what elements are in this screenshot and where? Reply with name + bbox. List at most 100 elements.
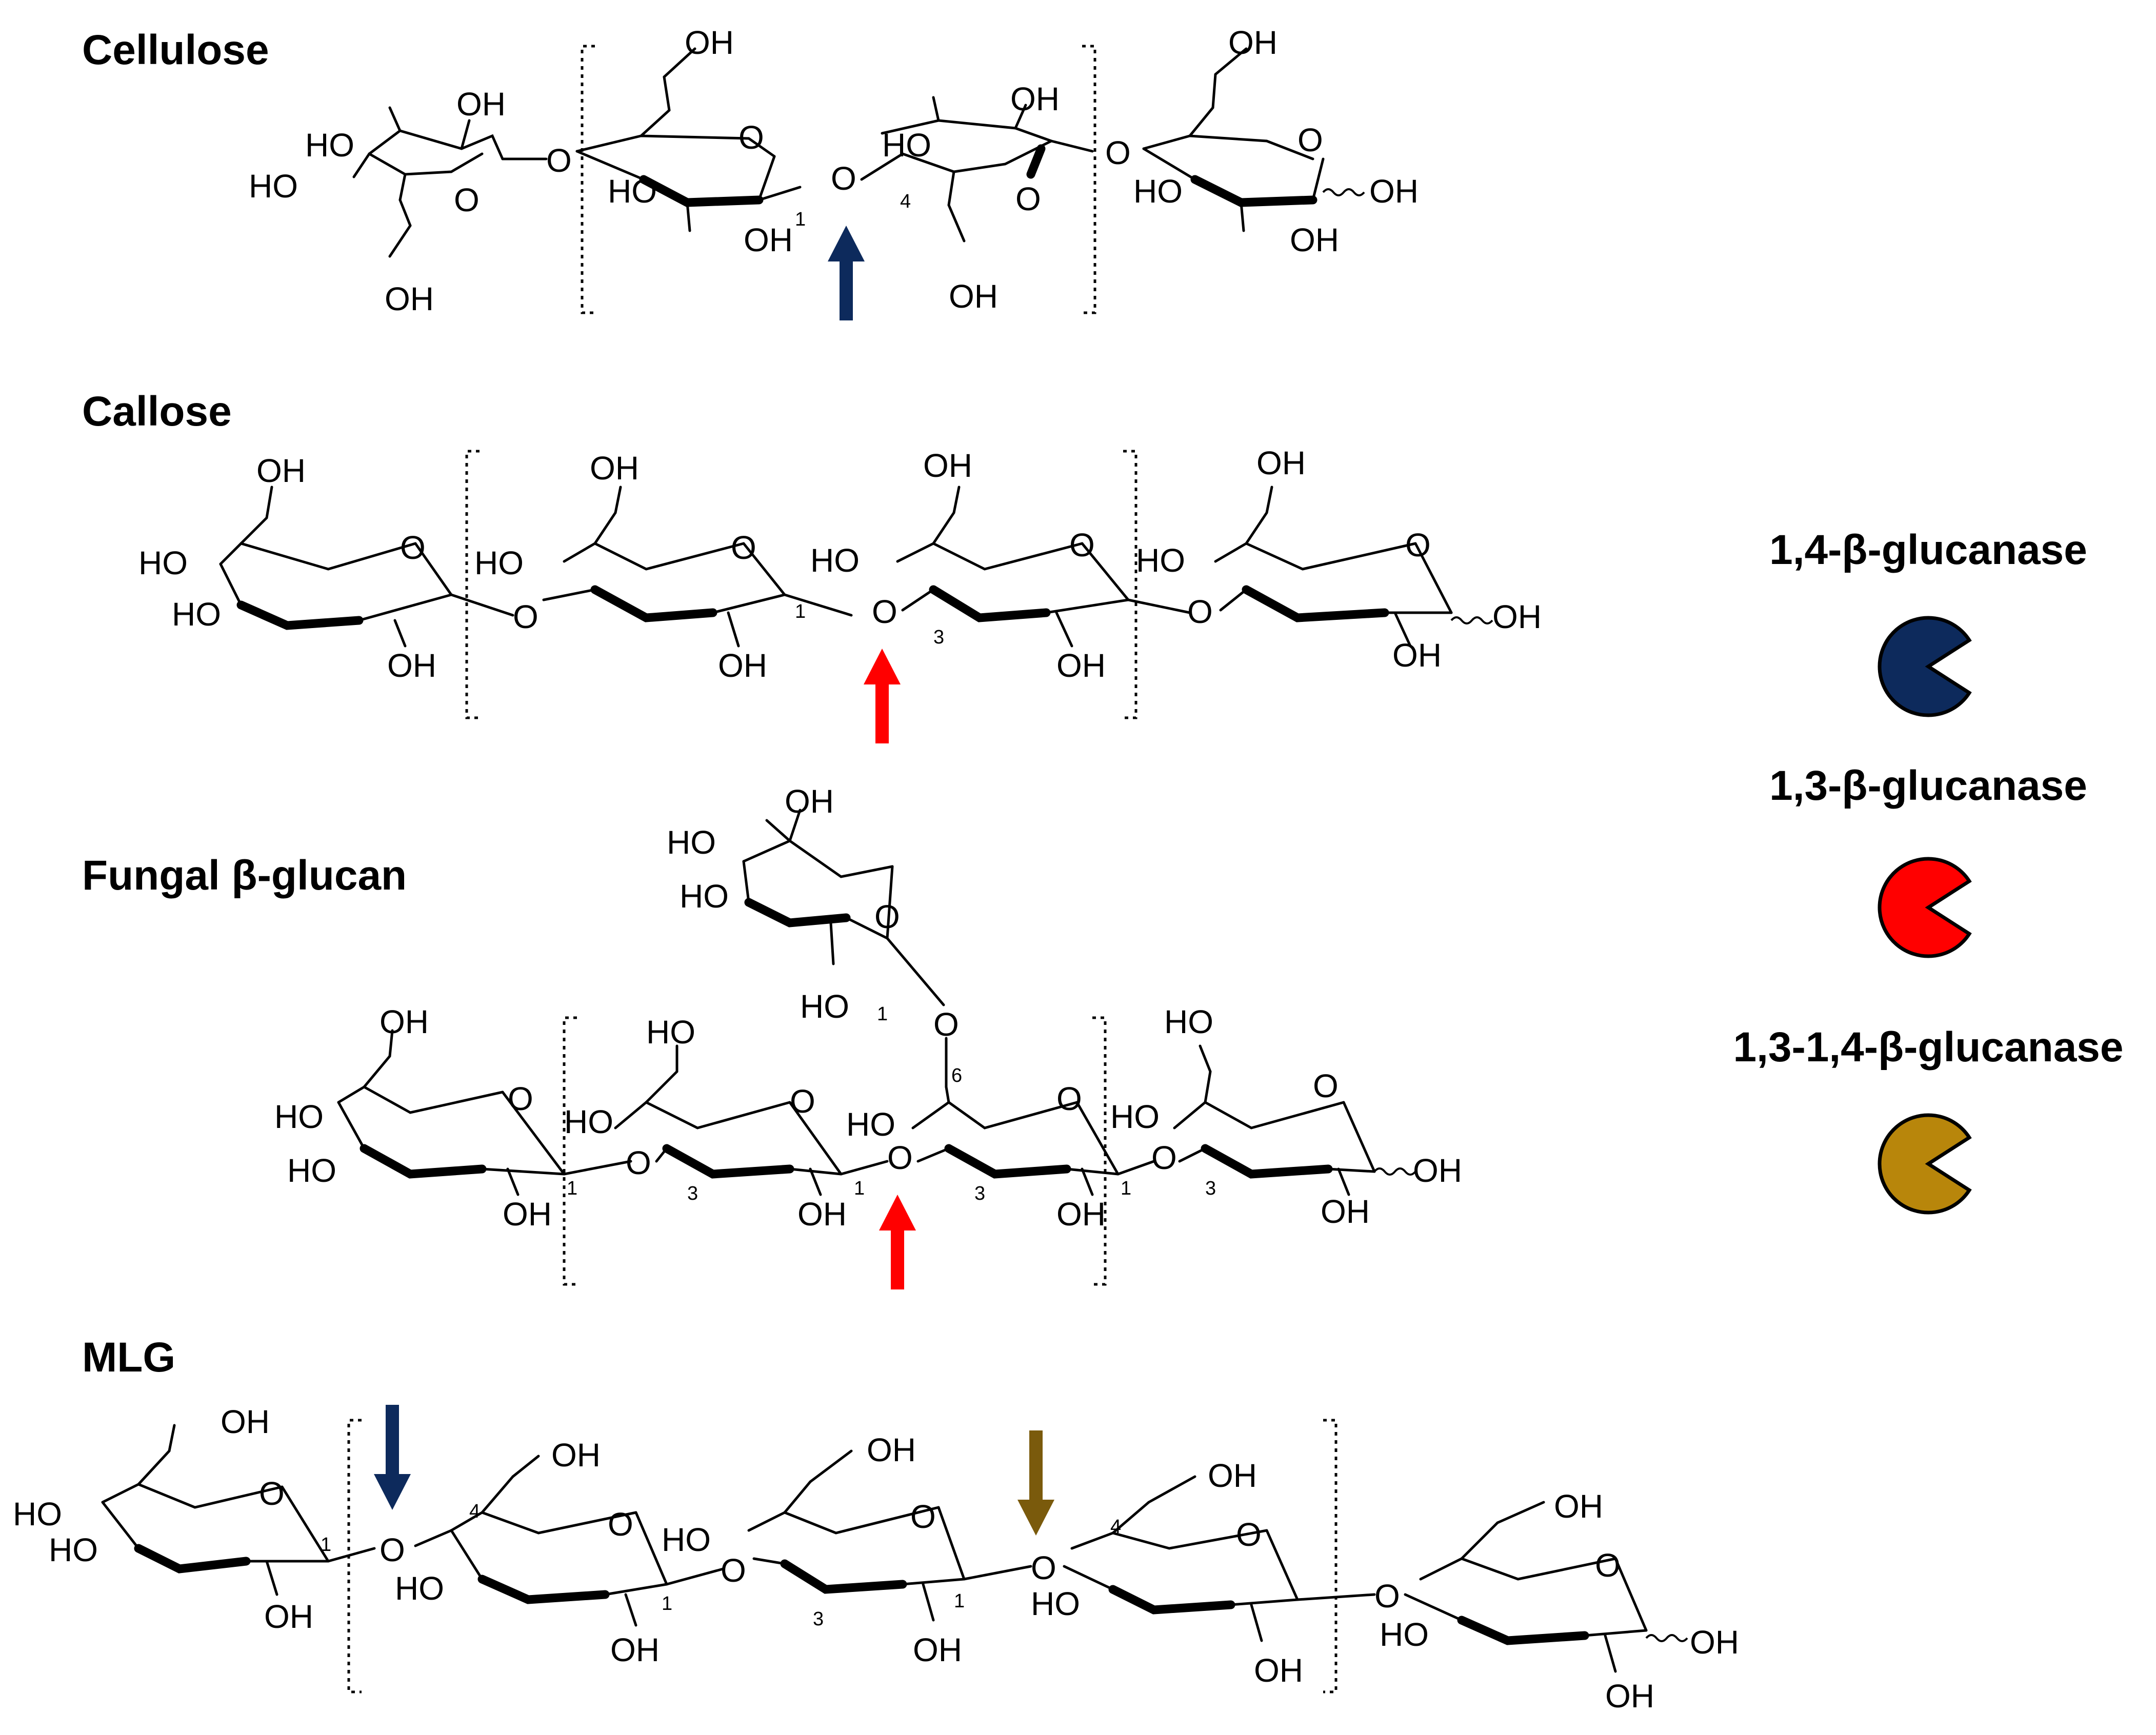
- atom-label: OH: [1369, 173, 1419, 210]
- linkage-number: 1: [662, 1593, 672, 1615]
- atom-label: OH: [867, 1431, 916, 1468]
- atom-label: O: [1297, 122, 1323, 158]
- atom-label: HO: [1031, 1585, 1080, 1622]
- atom-label: O: [1015, 180, 1041, 217]
- atom-label: OH: [785, 783, 834, 820]
- atom-label: HO: [1110, 1098, 1160, 1135]
- callose-title: Callose: [82, 388, 232, 435]
- cleavage-arrow-callose-head: [864, 649, 901, 684]
- atom-label: OH: [1413, 1152, 1462, 1189]
- atom-label: HO: [49, 1531, 98, 1568]
- legend-label-13-glucanase: 1,3-β-glucanase: [1769, 762, 2087, 809]
- atom-label: OH: [385, 280, 434, 317]
- atom-label: OH: [551, 1437, 601, 1474]
- linkage-number: 3: [933, 627, 944, 648]
- atom-label: HO: [1164, 1003, 1213, 1040]
- atom-label: OH: [1492, 598, 1542, 635]
- atom-label: O: [1151, 1139, 1177, 1176]
- atom-label: O: [546, 142, 572, 179]
- legend: 1,4-β-glucanase 1,3-β-glucanase 1,3-1,4-…: [1733, 527, 2124, 1215]
- atom-label: OH: [1208, 1457, 1257, 1494]
- atom-label: OH: [1290, 221, 1339, 258]
- atom-label: HO: [680, 878, 729, 915]
- cleavage-arrow-cellulose-head: [828, 226, 865, 261]
- linkage-number: 4: [1110, 1516, 1121, 1538]
- linkage-number: 3: [813, 1608, 824, 1630]
- cleavage-arrows: [374, 226, 1054, 1536]
- atom-label: HO: [395, 1570, 444, 1607]
- atom-label: OH: [913, 1631, 962, 1668]
- atom-label: OH: [744, 221, 793, 258]
- atom-label: OH: [923, 447, 972, 484]
- atom-label: HO: [882, 127, 931, 164]
- atom-label: HO: [667, 824, 716, 861]
- atom-label: O: [910, 1498, 936, 1535]
- atom-label: HO: [810, 542, 860, 579]
- callose-structure: OH O HO HO OH O OH O HO OH 1 O OH O HO: [138, 445, 1542, 719]
- fungal-glucan-structure: OH HO HO O HO 1 O 6 OH O HO HO OH 1 O: [274, 783, 1462, 1286]
- atom-label: OH: [1254, 1652, 1303, 1689]
- atom-label: HO: [800, 988, 849, 1025]
- atom-label: O: [887, 1139, 913, 1176]
- atom-label: HO: [249, 168, 298, 205]
- linkage-number: 6: [951, 1065, 962, 1086]
- atom-label: O: [831, 160, 856, 197]
- atom-label: O: [626, 1144, 651, 1181]
- atom-label: HO: [287, 1152, 336, 1189]
- cleavage-arrow-mlg-14-head: [374, 1474, 411, 1510]
- atom-label: HO: [608, 173, 657, 210]
- atom-label: HO: [1133, 173, 1183, 210]
- linkage-number: 3: [974, 1183, 985, 1204]
- atom-label: O: [400, 529, 426, 566]
- atom-label: HO: [564, 1103, 613, 1140]
- atom-label: HO: [305, 127, 354, 164]
- atom-label: O: [513, 598, 538, 635]
- linkage-number: 3: [1205, 1178, 1216, 1199]
- pacman-icon: [1878, 616, 1972, 717]
- atom-label: O: [874, 898, 900, 935]
- atom-label: O: [1405, 527, 1431, 563]
- atom-label: O: [1069, 527, 1095, 563]
- atom-label: O: [1595, 1547, 1621, 1584]
- mlg-structure: OH O HO HO OH 1 O OH O 4 HO OH 1 O OH: [13, 1403, 1739, 1714]
- atom-label: OH: [1256, 445, 1306, 481]
- atom-label: O: [731, 529, 756, 566]
- legend-label-1314-glucanase: 1,3-1,4-β-glucanase: [1733, 1024, 2123, 1071]
- atom-label: HO: [1136, 542, 1185, 579]
- linkage-number: 1: [854, 1178, 865, 1199]
- linkage-number: 1: [567, 1178, 577, 1199]
- atom-label: OH: [264, 1598, 313, 1635]
- legend-label-14-glucanase: 1,4-β-glucanase: [1769, 527, 2087, 573]
- atom-label: O: [721, 1552, 746, 1589]
- atom-label: HO: [172, 596, 221, 633]
- atom-label: O: [872, 593, 897, 630]
- atom-label: OH: [380, 1003, 429, 1040]
- atom-label: OH: [718, 647, 767, 684]
- linkage-number: 1: [954, 1590, 965, 1612]
- atom-label: O: [508, 1080, 533, 1117]
- atom-label: HO: [138, 544, 188, 581]
- linkage-number: 4: [469, 1501, 480, 1522]
- atom-label: O: [790, 1083, 815, 1120]
- atom-label: OH: [221, 1403, 270, 1440]
- pacman-icon: [1878, 857, 1972, 958]
- atom-label: OH: [1010, 80, 1060, 117]
- linkage-number: 3: [687, 1183, 698, 1204]
- atom-label: OH: [1056, 647, 1106, 684]
- atom-label: OH: [1321, 1193, 1370, 1230]
- pacman-icon: [1878, 1113, 1972, 1215]
- linkage-number: 1: [795, 209, 806, 230]
- atom-label: HO: [474, 544, 524, 581]
- atom-label: OH: [1554, 1488, 1603, 1525]
- mlg-title: MLG: [82, 1334, 175, 1381]
- atom-label: O: [608, 1506, 633, 1543]
- cellulose-structure: HO HO OH O OH O OH O HO OH 1 O HO OH O: [249, 24, 1419, 317]
- atom-label: O: [380, 1531, 405, 1568]
- cellulose-title: Cellulose: [82, 27, 269, 73]
- atom-label: OH: [1056, 1196, 1106, 1233]
- atom-label: OH: [387, 647, 436, 684]
- cleavage-arrow-fungal-head: [879, 1195, 916, 1230]
- atom-label: OH: [1605, 1678, 1654, 1714]
- linkage-number: 1: [877, 1003, 888, 1025]
